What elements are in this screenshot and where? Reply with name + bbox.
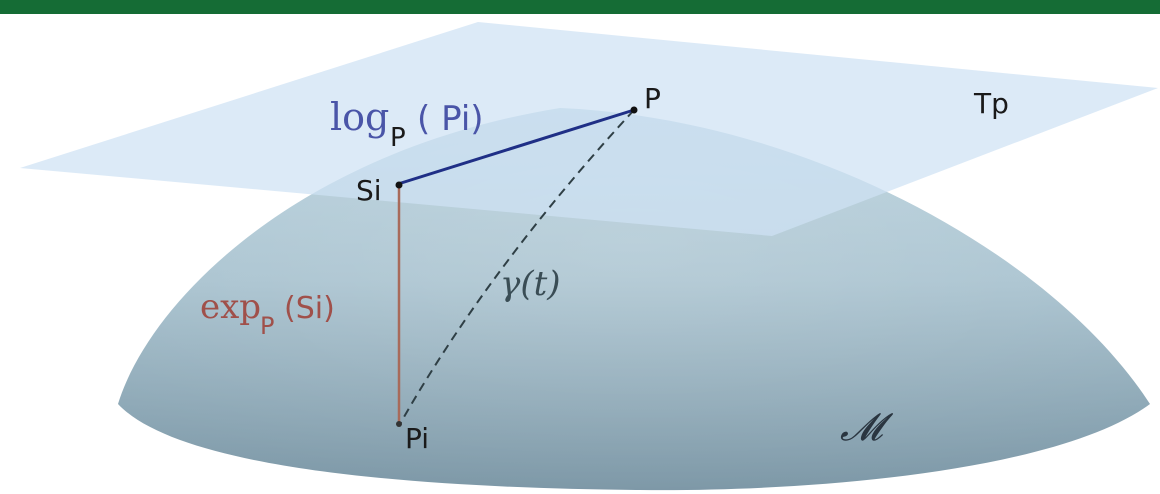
point-si-label: Si [356,174,382,207]
log-label-sub: P [390,123,406,153]
point-p-label: P [644,82,661,115]
point-p-marker [630,106,638,114]
gamma-label: γ(t) [500,264,561,304]
tangent-space-label: Tp [973,87,1009,120]
point-pi-label: Pi [405,422,429,455]
exp-label-sub: P [260,312,274,340]
log-label-arg: ( Pi) [417,99,484,139]
top-band [0,0,1160,14]
point-pi-marker [396,421,402,427]
log-segment [397,108,635,186]
point-si-marker [395,181,403,189]
manifold-highlight [118,108,1150,491]
exp-label-arg: (Si) [284,291,335,326]
exp-label-main: exp [200,287,261,327]
log-label-main: log [330,95,389,139]
tangent-plane [20,22,1158,236]
geodesic-curve [399,109,635,425]
